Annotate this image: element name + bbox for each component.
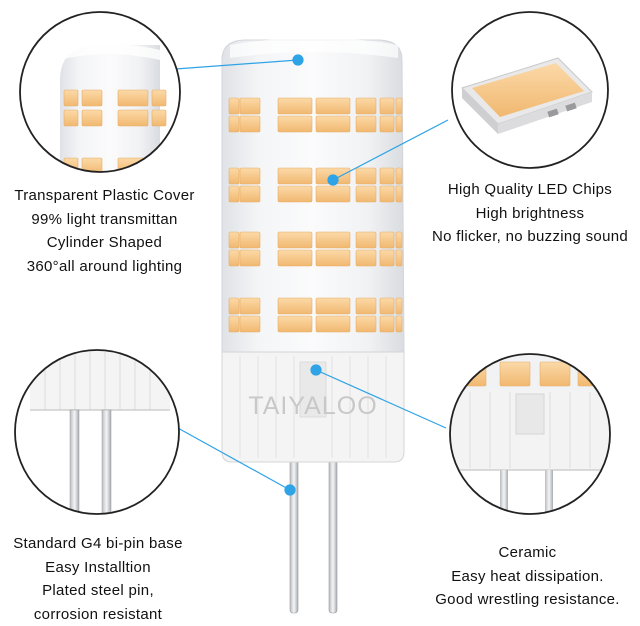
led-chip: [396, 250, 402, 266]
led-chip: [229, 250, 239, 266]
led-chip: [356, 232, 376, 248]
led-chip: [118, 110, 148, 126]
led-chip: [240, 316, 260, 332]
led-chip: [356, 168, 376, 184]
led-chip: [278, 168, 312, 184]
led-chip: [380, 250, 394, 266]
led-chip: [240, 298, 260, 314]
led-chip: [240, 116, 260, 132]
led-chip: [278, 232, 312, 248]
led-chip: [462, 362, 486, 386]
led-chip: [396, 186, 402, 202]
caption-line: Good wrestling resistance.: [415, 588, 640, 612]
detail-circle-ceramic: [450, 350, 610, 530]
led-chip: [356, 186, 376, 202]
led-chip: [152, 158, 166, 174]
caption-ceramic: Ceramic Easy heat dissipation. Good wres…: [415, 541, 640, 612]
led-chip: [229, 316, 239, 332]
led-chip: [278, 250, 312, 266]
led-chip: [278, 316, 312, 332]
led-chip: [64, 90, 78, 106]
caption-base: Standard G4 bi-pin base Easy Installtion…: [0, 532, 196, 626]
led-chip: [356, 116, 376, 132]
led-chip: [316, 186, 350, 202]
led-chip: [278, 298, 312, 314]
led-chip: [356, 98, 376, 114]
led-chip: [64, 110, 78, 126]
caption-line: Cylinder Shaped: [2, 231, 207, 255]
led-chip: [380, 98, 394, 114]
caption-chips: High Quality LED Chips High brightness N…: [420, 178, 640, 249]
led-chip: [82, 110, 102, 126]
led-chip: [316, 98, 350, 114]
led-chip: [240, 98, 260, 114]
led-chip: [356, 316, 376, 332]
led-chip: [540, 362, 570, 386]
led-chip: [500, 362, 530, 386]
caption-line: 360°all around lighting: [2, 255, 207, 279]
led-chip: [380, 298, 394, 314]
caption-line: No flicker, no buzzing sound: [420, 225, 640, 249]
callout-dot-ceramic: [311, 365, 321, 375]
caption-line: Standard G4 bi-pin base: [0, 532, 196, 556]
led-chip: [396, 98, 402, 114]
led-chip: [229, 232, 239, 248]
led-chip: [396, 232, 402, 248]
led-chip: [240, 250, 260, 266]
led-chip: [278, 186, 312, 202]
led-chip: [240, 232, 260, 248]
led-chip: [396, 116, 402, 132]
detail-circle-cover: [20, 12, 180, 180]
led-chip: [316, 250, 350, 266]
caption-line: corrosion resistant: [0, 603, 196, 626]
caption-line: Easy heat dissipation.: [415, 565, 640, 589]
caption-line: High brightness: [420, 202, 640, 226]
caption-line: Ceramic: [415, 541, 640, 565]
led-chip: [152, 110, 166, 126]
led-chip: [380, 316, 394, 332]
caption-line: Easy Installtion: [0, 556, 196, 580]
led-chip: [356, 298, 376, 314]
led-chip: [316, 232, 350, 248]
led-chip: [278, 116, 312, 132]
led-chip: [396, 298, 402, 314]
callout-dot-base: [285, 485, 295, 495]
led-chip: [316, 316, 350, 332]
led-bulb: [222, 38, 404, 614]
led-chip: [396, 168, 402, 184]
led-chip: [316, 116, 350, 132]
led-chip: [356, 250, 376, 266]
led-chip: [229, 298, 239, 314]
led-chip: [82, 90, 102, 106]
callout-dot-chips: [328, 175, 338, 185]
led-chip: [118, 90, 148, 106]
bulb-pin-right: [329, 445, 337, 613]
led-chip: [118, 158, 148, 174]
led-chip: [380, 116, 394, 132]
detail-circle-chip: [452, 12, 608, 168]
led-chip: [380, 186, 394, 202]
led-chip: [240, 168, 260, 184]
led-chip: [278, 98, 312, 114]
brand-watermark: TAIYALOO: [228, 392, 398, 421]
led-chip: [380, 168, 394, 184]
caption-line: Plated steel pin,: [0, 579, 196, 603]
caption-line: High Quality LED Chips: [420, 178, 640, 202]
led-chip: [380, 232, 394, 248]
led-chip: [152, 90, 166, 106]
led-chip: [229, 168, 239, 184]
led-chip: [396, 316, 402, 332]
callout-dot-cover: [293, 55, 303, 65]
caption-cover: Transparent Plastic Cover 99% light tran…: [2, 184, 207, 278]
led-chip: [316, 298, 350, 314]
led-chip: [229, 98, 239, 114]
led-chip: [229, 186, 239, 202]
detail-circle-pins: [15, 350, 179, 520]
caption-line: Transparent Plastic Cover: [2, 184, 207, 208]
led-chip: [240, 186, 260, 202]
bulb-pin-left: [290, 445, 298, 613]
caption-line: 99% light transmittan: [2, 208, 207, 232]
led-chip: [229, 116, 239, 132]
